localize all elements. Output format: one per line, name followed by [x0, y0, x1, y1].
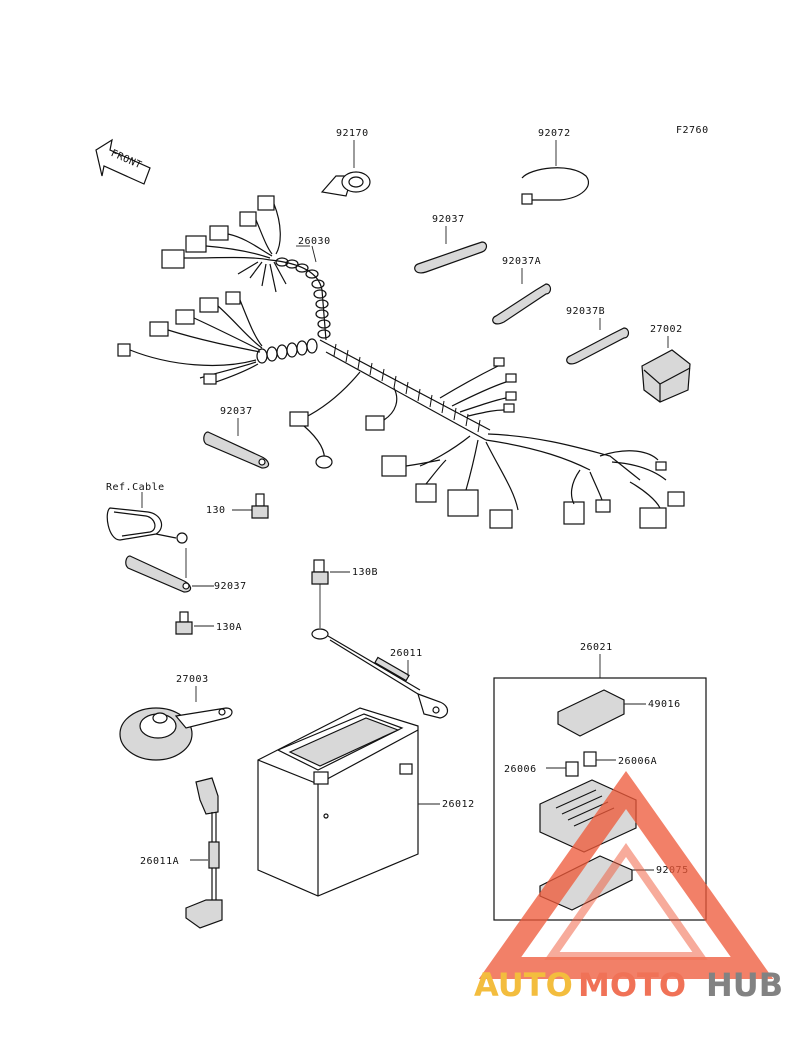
label-49016: 49016 — [648, 699, 681, 710]
figure-code: F2760 — [676, 125, 709, 136]
part-130A-bolt: 130A — [175, 611, 242, 635]
label-92037-low: 92037 — [214, 581, 247, 592]
label-92037-top: 92037 — [432, 214, 465, 225]
part-92072-band: 92072 — [521, 128, 590, 205]
ref-cable: Ref.Cable — [106, 482, 188, 544]
part-27003-horn: 27003 — [119, 674, 233, 761]
part-92037-mid: 92037 — [203, 406, 270, 469]
label-26011A: 26011A — [140, 856, 179, 867]
part-92037A: 92037A — [492, 256, 552, 325]
label-130A: 130A — [216, 622, 242, 633]
label-130: 130 — [206, 505, 226, 516]
label-92170: 92170 — [336, 128, 369, 139]
ref-cable-label: Ref.Cable — [106, 482, 165, 493]
label-26030: 26030 — [298, 236, 331, 247]
part-26011-cable: 26011 — [311, 628, 449, 719]
label-26006: 26006 — [504, 764, 537, 775]
part-92037-low: 92037 — [125, 548, 247, 593]
part-26011A-cable: 26011A — [140, 777, 223, 929]
part-92037B: 92037B — [566, 306, 630, 365]
label-26011: 26011 — [390, 648, 423, 659]
part-26030-main-harness: 26030 — [117, 195, 685, 529]
part-130B-bolt: 130B — [311, 559, 378, 628]
label-92072: 92072 — [538, 128, 571, 139]
label-92037B: 92037B — [566, 306, 605, 317]
label-27003: 27003 — [176, 674, 209, 685]
label-130B: 130B — [352, 567, 378, 578]
label-26006A: 26006A — [618, 756, 657, 767]
part-92037-top: 92037 — [414, 214, 488, 274]
label-26021: 26021 — [580, 642, 613, 653]
part-26021-fuse-box-group: 26021 49016 26006 26006A 92075 — [493, 642, 707, 921]
watermark-text-part2: MOTO — [578, 966, 686, 1004]
part-130-bolt: 130 — [206, 493, 269, 519]
label-27002: 27002 — [650, 324, 683, 335]
label-92037-mid: 92037 — [220, 406, 253, 417]
label-26012: 26012 — [442, 799, 475, 810]
front-arrow-icon: FRONT — [95, 138, 151, 185]
part-27002-relay: 27002 — [641, 324, 691, 403]
watermark-text-part3: HUB — [706, 966, 783, 1004]
watermark-text-part1: AUTO — [474, 966, 573, 1004]
watermark-logo: AUTO MOTO HUB — [474, 770, 783, 1004]
part-92170-clamp: 92170 — [320, 128, 371, 197]
label-92037A: 92037A — [502, 256, 541, 267]
part-26012-battery: 26012 — [257, 707, 475, 897]
